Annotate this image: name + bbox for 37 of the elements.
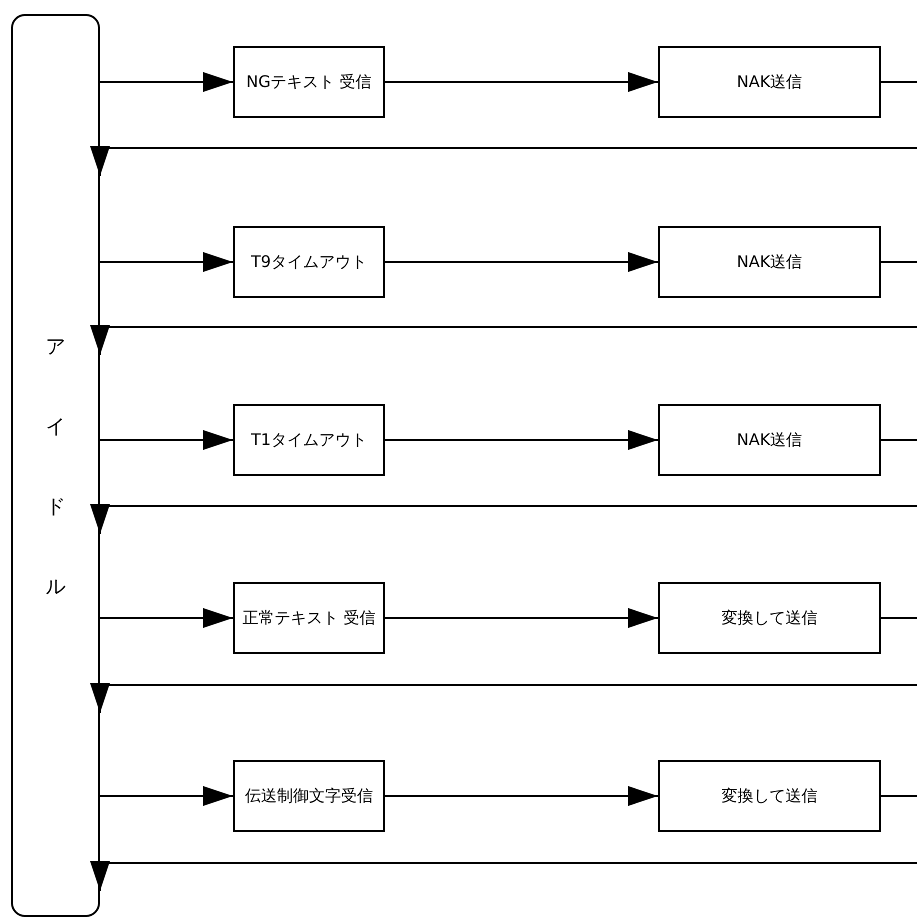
process-label: NAK送信 <box>736 252 802 272</box>
process-label: 正常テキスト 受信 <box>242 608 376 628</box>
arrow <box>90 795 917 891</box>
process-box <box>658 46 881 118</box>
state-box <box>11 14 100 917</box>
arrow <box>90 617 917 713</box>
state-label: アイドル <box>46 332 66 600</box>
arrow <box>385 608 658 628</box>
process-label: 変換して送信 <box>722 608 818 628</box>
arrow <box>90 81 917 176</box>
arrow <box>90 261 917 355</box>
process-box <box>233 582 385 654</box>
process-box <box>233 46 385 118</box>
process-label: 変換して送信 <box>722 786 818 806</box>
process-box <box>658 226 881 298</box>
arrow <box>100 786 233 806</box>
process-box <box>658 404 881 476</box>
process-label: T9タイムアウト <box>251 252 367 272</box>
arrow <box>90 439 917 534</box>
process-label: NAK送信 <box>736 72 802 92</box>
arrow <box>385 72 658 92</box>
process-box <box>658 582 881 654</box>
arrow <box>100 72 233 92</box>
arrow <box>385 252 658 272</box>
process-label: NGテキスト 受信 <box>246 72 372 92</box>
arrow <box>100 430 233 450</box>
process-box <box>658 760 881 832</box>
process-label: NAK送信 <box>736 430 802 450</box>
arrow <box>385 430 658 450</box>
process-label: T1タイムアウト <box>251 430 367 450</box>
process-box <box>233 760 385 832</box>
process-label: 伝送制御文字受信 <box>245 786 373 806</box>
process-box <box>233 226 385 298</box>
arrow <box>100 252 233 272</box>
process-box <box>233 404 385 476</box>
arrow <box>385 786 658 806</box>
arrow <box>100 608 233 628</box>
